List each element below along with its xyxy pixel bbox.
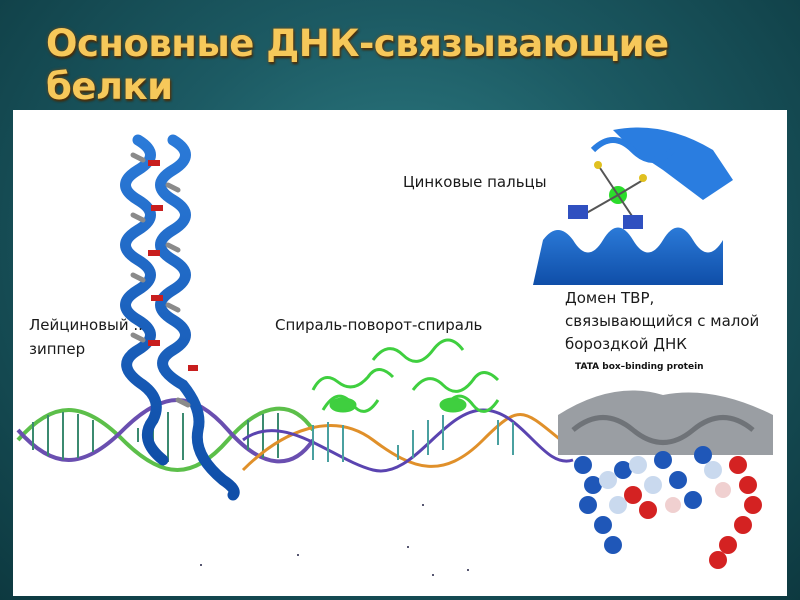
- stray-dots: [200, 504, 469, 576]
- tata-caption: TATA box–binding protein: [575, 362, 704, 372]
- slide-title: Основные ДНК-связывающие белки: [46, 22, 669, 108]
- tbp-label-line2: связывающийся с малой: [565, 312, 760, 330]
- leucine-zipper-label-line2: зиппер: [29, 340, 86, 358]
- tbp-label-line3: бороздкой ДНК: [565, 335, 687, 353]
- leucine-zipper-helices: [120, 134, 240, 501]
- tbp-domain: [558, 390, 773, 569]
- zinc-finger: [533, 127, 733, 285]
- hth-dna: [241, 408, 574, 473]
- illustrations: [16, 127, 773, 576]
- leucine-zipper-label-line1: Лейциновый ..: [29, 316, 143, 334]
- tbp-label-line1: Домен ТВР,: [565, 289, 655, 307]
- hth-protein: [311, 338, 500, 413]
- zinc-fingers-label: Цинковые пальцы: [403, 173, 547, 191]
- helix-turn-helix-label: Спираль-поворот-спираль: [275, 316, 483, 334]
- content-panel: Цинковые пальцы Лейциновый .. зиппер Спи…: [13, 110, 787, 596]
